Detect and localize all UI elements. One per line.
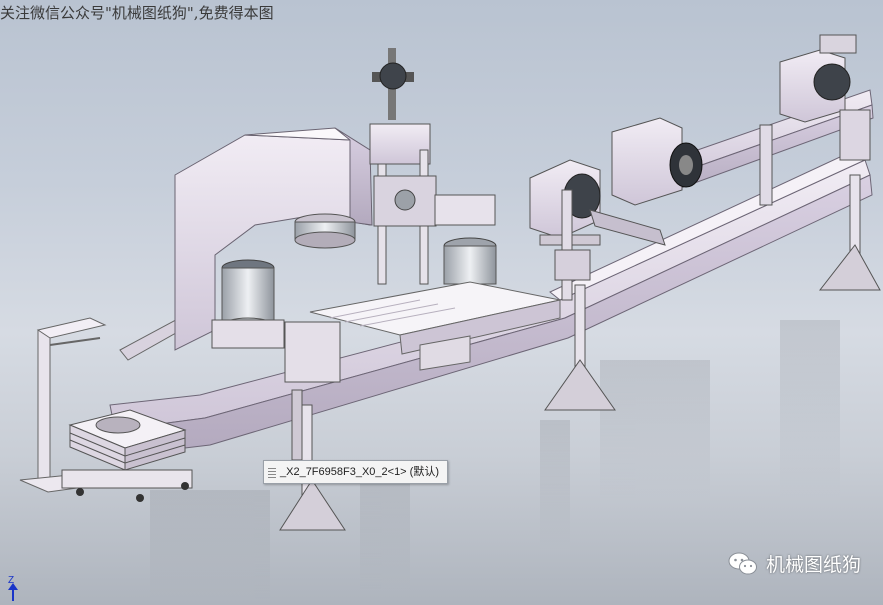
wechat-icon	[728, 551, 758, 577]
tooltip-grip-icon	[268, 466, 276, 478]
motor-unit-2[interactable]	[611, 117, 703, 206]
promo-overlay-text: 关注微信公众号"机械图纸狗",免费得本图	[0, 4, 274, 22]
cylinder-holder[interactable]	[211, 259, 285, 349]
pick-station[interactable]	[284, 321, 341, 461]
component-tooltip: _X2_7F6958F3_X0_2<1> (默认)	[263, 460, 448, 484]
column-press[interactable]	[369, 48, 497, 285]
flat-conveyor[interactable]	[309, 281, 561, 371]
tray-stack[interactable]	[61, 409, 193, 502]
z-axis-label: Z	[8, 575, 15, 586]
z-arrow-icon	[8, 583, 18, 601]
tooltip-label: _X2_7F6958F3_X0_2<1> (默认)	[280, 466, 439, 478]
view-triad[interactable]: Z	[2, 575, 24, 603]
watermark-label: 机械图纸狗	[765, 554, 861, 576]
wechat-watermark: 机械图纸狗	[728, 550, 861, 577]
c-frame-press[interactable]	[174, 127, 373, 351]
floor-reflection	[150, 320, 840, 600]
motor-unit-3[interactable]	[779, 34, 857, 123]
gantry-arm[interactable]	[554, 109, 871, 301]
